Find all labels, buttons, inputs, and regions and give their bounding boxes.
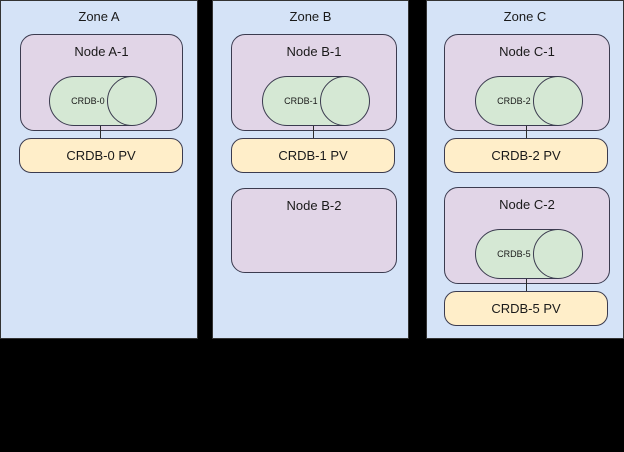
pod-crdb-0: CRDB-0 xyxy=(49,76,157,126)
node-b-2-label: Node B-2 xyxy=(286,198,342,213)
pod-crdb-2: CRDB-2 xyxy=(475,76,583,126)
pod-crdb-2-label: CRDB-2 xyxy=(497,96,531,106)
volume-crdb-1-pv: CRDB-1 PV xyxy=(231,138,395,173)
zone-b-container: Zone B Node B-1 CRDB-1 CRDB-1 PV Node B-… xyxy=(212,0,409,339)
pod-crdb-1-label: CRDB-1 xyxy=(284,96,318,106)
cylinder-shape xyxy=(475,229,583,279)
volume-crdb-2-pv: CRDB-2 PV xyxy=(444,138,608,173)
zone-c-title: Zone C xyxy=(503,9,547,24)
pod-crdb-1: CRDB-1 xyxy=(262,76,370,126)
connector-node-c-2-to-crdb-5-pv xyxy=(526,279,527,293)
connector-node-c-1-to-crdb-2-pv xyxy=(526,126,527,140)
node-c-1: Node C-1 CRDB-2 xyxy=(444,34,610,131)
volume-crdb-5-pv: CRDB-5 PV xyxy=(444,291,608,326)
volume-crdb-1-pv-label: CRDB-1 PV xyxy=(278,147,348,163)
zone-b-title: Zone B xyxy=(289,9,332,24)
node-a-1-label: Node A-1 xyxy=(74,44,129,59)
pod-crdb-5-label: CRDB-5 xyxy=(497,249,531,259)
connector-node-b-1-to-crdb-1-pv xyxy=(313,126,314,140)
volume-crdb-5-pv-label: CRDB-5 PV xyxy=(491,300,561,316)
node-a-1: Node A-1 CRDB-0 xyxy=(20,34,183,131)
volume-crdb-0-pv: CRDB-0 PV xyxy=(19,138,183,173)
node-c-2-label: Node C-2 xyxy=(499,197,555,212)
pod-crdb-0-label: CRDB-0 xyxy=(71,96,105,106)
cylinder-shape xyxy=(475,76,583,126)
node-c-2: Node C-2 CRDB-5 xyxy=(444,187,610,284)
cylinder-shape xyxy=(49,76,157,126)
cylinder-shape xyxy=(262,76,370,126)
zone-a-title: Zone A xyxy=(78,9,120,24)
zone-c-container: Zone C Node C-1 CRDB-2 CRDB-2 PV Node C-… xyxy=(426,0,624,339)
volume-crdb-0-pv-label: CRDB-0 PV xyxy=(66,147,136,163)
connector-node-a-1-to-crdb-0-pv xyxy=(100,126,101,140)
node-b-1-label: Node B-1 xyxy=(286,44,342,59)
pod-crdb-5: CRDB-5 xyxy=(475,229,583,279)
node-c-1-label: Node C-1 xyxy=(499,44,555,59)
zone-a-container: Zone A Node A-1 CRDB-0 CRDB-0 PV xyxy=(0,0,198,339)
node-b-1: Node B-1 CRDB-1 xyxy=(231,34,397,131)
volume-crdb-2-pv-label: CRDB-2 PV xyxy=(491,147,561,163)
node-b-2: Node B-2 xyxy=(231,188,397,273)
